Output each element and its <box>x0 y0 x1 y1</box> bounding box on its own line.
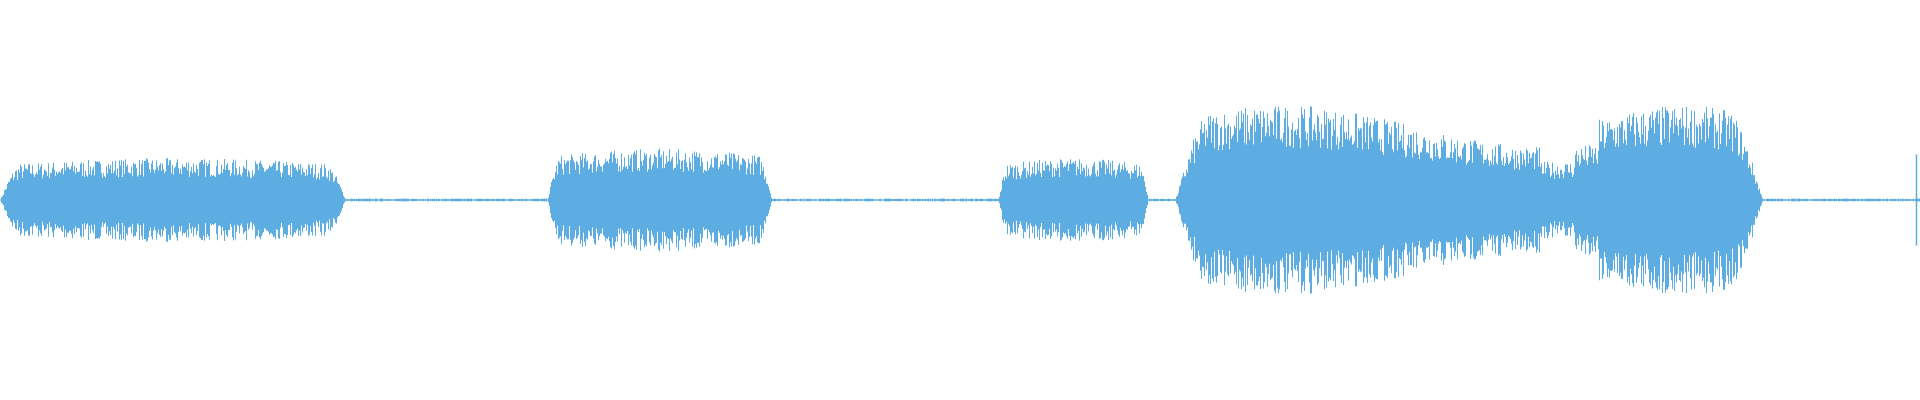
waveform-bars <box>0 106 1920 294</box>
